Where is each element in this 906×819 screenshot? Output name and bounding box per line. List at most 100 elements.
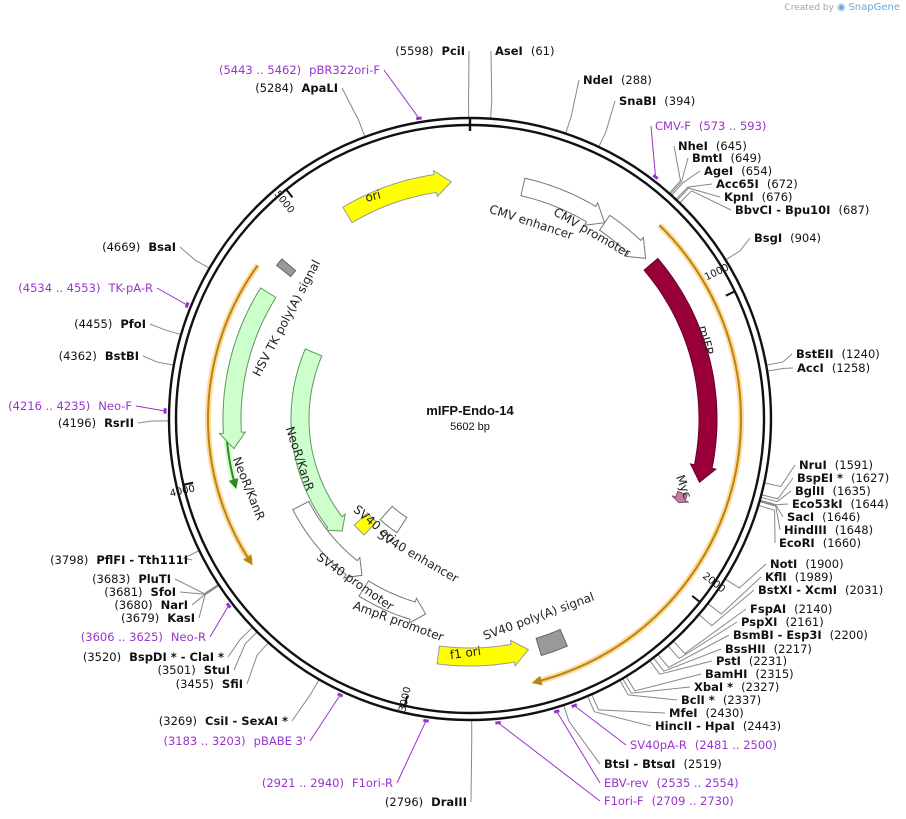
site-label-bsteii: BstEII (1240) xyxy=(796,347,880,361)
site-label-saci: SacI(1646) xyxy=(787,510,860,524)
site-position: (654) xyxy=(741,164,772,178)
primer-range: (2481 .. 2500) xyxy=(695,738,777,752)
orf-arc xyxy=(531,224,742,686)
site-label-bsmbi-esp3i: BsmBI - Esp3I(2200) xyxy=(733,628,868,642)
site-leader xyxy=(652,648,722,672)
site-label-asei: AseI(61) xyxy=(495,44,554,58)
primer-label-f1ori-r: (2921 .. 2940)F1ori-R xyxy=(262,776,393,790)
site-label-nari: (3680)NarI xyxy=(114,598,188,612)
site-labels: AseI(61)NdeI(288)SnaBI(394)NheI(645)BmtI… xyxy=(8,44,889,809)
site-leader xyxy=(767,367,794,372)
primer-leader xyxy=(156,287,188,306)
feature-cmv-enhancer xyxy=(520,177,606,226)
primer-leader xyxy=(556,711,601,784)
site-position: (2031) xyxy=(845,583,883,597)
site-label-sfoi: (3681)SfoI xyxy=(104,585,176,599)
site-position: (3679) xyxy=(121,611,159,625)
site-name: AseI xyxy=(495,44,523,58)
site-name: KasI xyxy=(167,611,195,625)
site-leader xyxy=(174,578,219,595)
site-name: PflFI - Tth111I xyxy=(96,553,188,567)
site-name: MfeI xyxy=(669,706,698,720)
site-name: EcoRI xyxy=(779,536,815,550)
primer-name: F1ori-R xyxy=(352,776,393,790)
feature-mifp xyxy=(643,257,718,483)
credit: Created by ◉ SnapGene xyxy=(784,2,900,13)
site-position: (904) xyxy=(790,231,821,245)
site-position: (1240) xyxy=(842,347,880,361)
site-leader xyxy=(233,631,258,671)
site-label-kfli: KflI(1989) xyxy=(765,570,833,584)
feature-label-ori: ori xyxy=(364,187,383,205)
site-name: StuI xyxy=(204,663,230,677)
primer-leader xyxy=(383,69,420,119)
primer-leader xyxy=(650,125,657,177)
primer-label-pbr322ori-f: (5443 .. 5462) pBR322ori-F xyxy=(219,63,380,77)
site-leader xyxy=(676,187,721,201)
primer-leader xyxy=(497,722,601,802)
site-position: (5598) xyxy=(395,44,433,58)
primer-range: (5443 .. 5462) xyxy=(219,63,301,77)
site-leader xyxy=(470,719,473,803)
site-position: (1900) xyxy=(805,557,843,571)
primer-name: Neo-F xyxy=(98,399,132,413)
site-position: (3520) xyxy=(83,650,121,664)
primer-range: (3606 .. 3625) xyxy=(81,630,163,644)
site-leader xyxy=(149,323,182,336)
tick-mark xyxy=(725,290,736,297)
created-by-text: Created by xyxy=(784,3,834,13)
site-position: (2327) xyxy=(741,680,779,694)
site-leader xyxy=(341,87,366,138)
site-position: (3798) xyxy=(50,553,88,567)
feature-f1-ori xyxy=(436,639,530,668)
site-label-mfei: MfeI(2430) xyxy=(669,706,744,720)
primer-leader xyxy=(309,694,341,742)
site-name: BstXI - XcmI xyxy=(758,583,837,597)
site-name: AccI xyxy=(797,361,824,375)
site-label-draiii: (2796) DraIII xyxy=(385,795,467,809)
site-leader xyxy=(760,490,792,503)
site-leader xyxy=(198,585,220,619)
site-name: BsaI xyxy=(148,240,176,254)
site-label-agei: AgeI(654) xyxy=(704,164,772,178)
site-position: (3455) xyxy=(176,677,214,691)
site-position: (2217) xyxy=(774,642,812,656)
site-position: (3501) xyxy=(158,663,196,677)
site-label-hindiii: HindIII(1648) xyxy=(784,523,873,537)
primer-mark xyxy=(415,116,422,121)
site-name: NotI xyxy=(770,557,797,571)
site-position: (2796) xyxy=(385,795,423,809)
primer-name: TK-pA-R xyxy=(107,281,153,295)
tick-label: 5000 xyxy=(272,189,296,216)
site-position: (2519) xyxy=(683,757,721,771)
site-leader xyxy=(725,237,751,261)
site-leader xyxy=(679,190,732,211)
site-leader xyxy=(671,170,701,196)
site-name: DraIII xyxy=(431,795,467,809)
primer-name: pBR322ori-F xyxy=(309,63,380,77)
site-position: (288) xyxy=(621,73,652,87)
site-label-pflfi-tth111i: (3798) PflFI - Tth111I xyxy=(50,553,188,567)
site-position: (645) xyxy=(716,139,747,153)
brand-text: SnapGene xyxy=(848,2,900,13)
site-leader xyxy=(764,464,796,487)
primer-label-tk-pa-r: (4534 .. 4553)TK-pA-R xyxy=(18,281,153,295)
site-label-noti: NotI (1900) xyxy=(770,557,844,571)
site-label-kpni: KpnI(676) xyxy=(724,190,793,204)
site-name: PspXI xyxy=(741,615,777,629)
site-leader xyxy=(179,246,210,269)
site-position: (394) xyxy=(664,94,695,108)
site-position: (1660) xyxy=(823,536,861,550)
site-name: CsiI - SexAI * xyxy=(205,714,288,728)
primer-name: CMV-F xyxy=(655,119,691,133)
site-label-btsi-bts-i: BtsI - BtsαI(2519) xyxy=(604,757,722,771)
site-name: SnaBI xyxy=(619,94,656,108)
site-label-snabi: SnaBI (394) xyxy=(619,94,695,108)
site-position: (2337) xyxy=(723,693,761,707)
site-name: BmtI xyxy=(692,151,723,165)
site-leader xyxy=(698,589,755,627)
site-name: BstEII xyxy=(796,347,834,361)
site-position: (3683) xyxy=(92,572,130,586)
site-name: SacI xyxy=(787,510,814,524)
primer-name: Neo-R xyxy=(171,630,206,644)
